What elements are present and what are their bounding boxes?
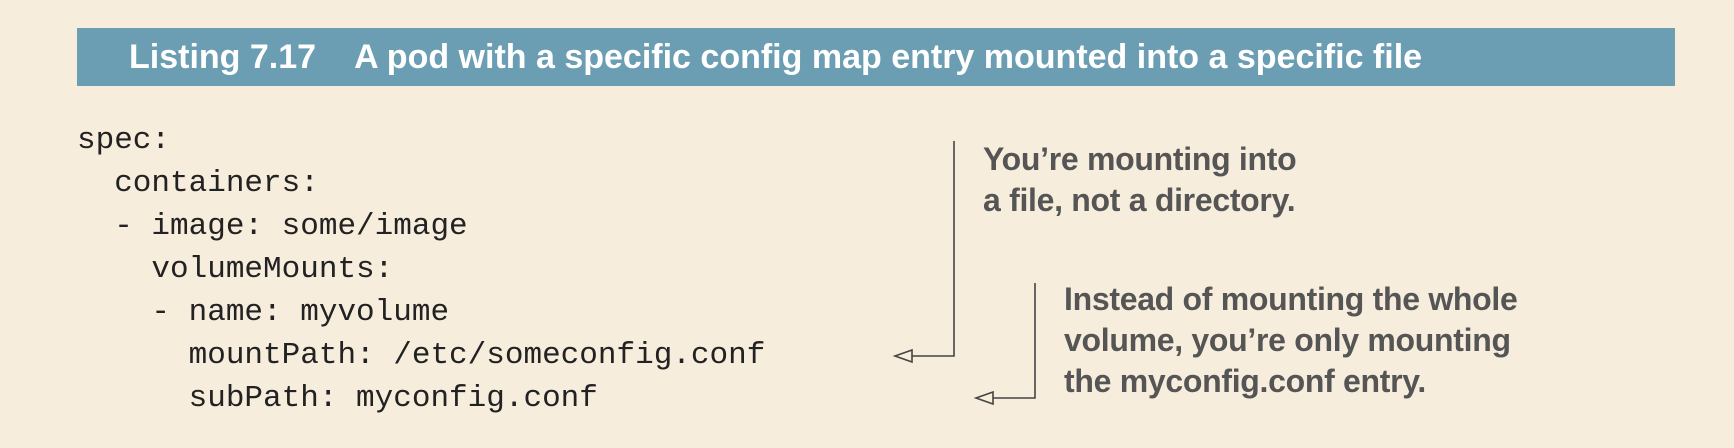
annotation-line: the myconfig.conf entry. (1064, 363, 1427, 399)
annotation-line: You’re mounting into (983, 141, 1297, 177)
annotation-mount-into-file: You’re mounting into a file, not a direc… (983, 139, 1297, 221)
listing-header: Listing 7.17 A pod with a specific confi… (77, 28, 1675, 86)
callout-arrow-2 (973, 283, 1036, 406)
annotation-line: volume, you’re only mounting (1064, 322, 1511, 358)
code-line: - image: some/image (77, 209, 468, 244)
listing-number: Listing 7.17 (129, 37, 317, 76)
code-line: - name: myvolume (77, 295, 450, 330)
code-line: containers: (77, 166, 319, 201)
code-line-subpath: subPath: myconfig.conf (77, 381, 598, 416)
code-line: spec: (77, 123, 171, 158)
code-line-mountpath: mountPath: /etc/someconfig.conf (77, 338, 766, 373)
code-block: spec: containers: - image: some/image vo… (77, 119, 765, 420)
annotation-subpath-entry: Instead of mounting the whole volume, yo… (1064, 279, 1518, 402)
callout-arrow-1 (892, 141, 955, 364)
annotation-line: Instead of mounting the whole (1064, 281, 1518, 317)
listing-title: A pod with a specific config map entry m… (354, 37, 1423, 76)
annotation-line: a file, not a directory. (983, 182, 1296, 218)
code-line: volumeMounts: (77, 252, 394, 287)
